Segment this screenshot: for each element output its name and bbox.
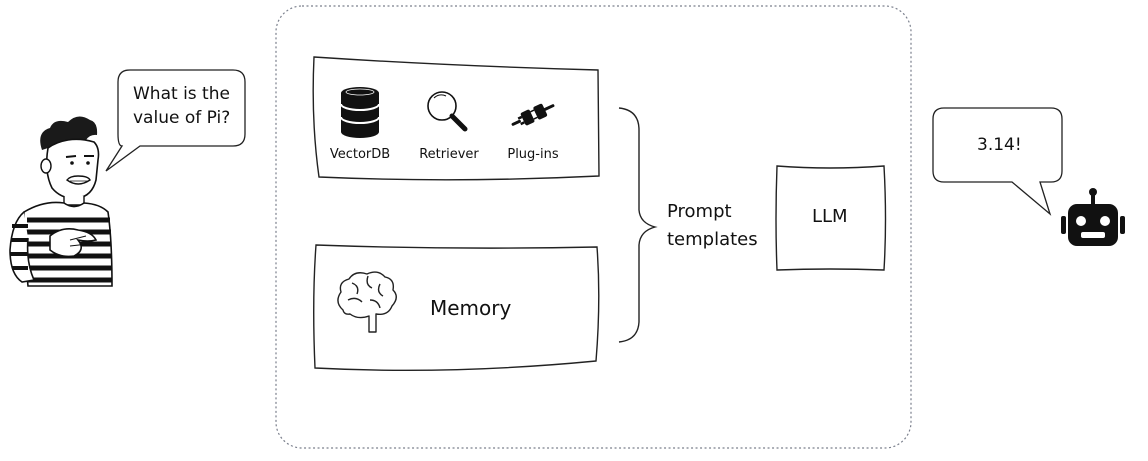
user-question-line-1: What is the <box>133 84 230 104</box>
curly-brace <box>618 107 658 343</box>
user-avatar <box>9 116 113 287</box>
memory-label: Memory <box>430 296 512 320</box>
prompt-label-line-1: Prompt <box>667 201 732 222</box>
user-speech-bubble <box>105 69 246 172</box>
llm-box <box>775 165 887 271</box>
magnifier-icon <box>427 91 468 132</box>
outer-frame <box>275 5 912 449</box>
database-icon <box>340 87 380 138</box>
memory-panel <box>313 244 600 372</box>
bot-answer: 3.14! <box>977 135 1022 155</box>
tool-label-vectordb: VectorDB <box>329 147 391 162</box>
user-question-line-2: value of Pi? <box>133 108 231 128</box>
llm-label: LLM <box>812 206 848 227</box>
robot-icon <box>1061 188 1125 246</box>
brain-icon <box>337 271 397 333</box>
tools-panel <box>312 56 600 181</box>
bot-speech-bubble <box>932 107 1063 216</box>
prompt-label-line-2: templates <box>667 229 758 250</box>
tool-label-plugins: Plug-ins <box>507 147 559 162</box>
tool-label-retriever: Retriever <box>419 147 479 162</box>
plug-icon <box>511 103 555 126</box>
